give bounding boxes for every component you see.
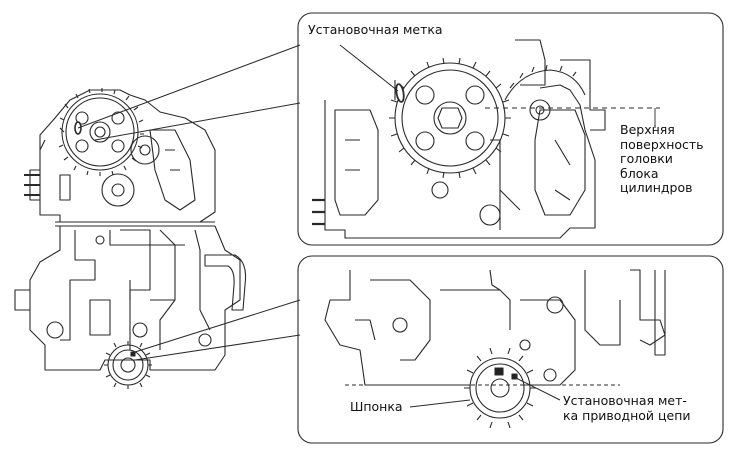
head-surface-line-3: головки [620,151,673,166]
zoom-crank-sprocket [469,357,531,419]
chain-mark-line-2: ка приводной цепи [563,407,691,423]
head-surface-line-2: поверхность [620,136,704,152]
zoom-panel-top [297,12,724,246]
head-surface-label: Верхняя поверхность головки блока цилинд… [620,122,704,196]
zoom-head-drawing [312,39,660,239]
timing-mark-label: Установочная метка [308,22,443,37]
zoom-block-drawing [324,269,666,429]
chain-mark-label: Установочная мет- ка приводной цепи [563,393,691,423]
camshaft-sprocket [61,93,139,171]
engine-full-view [14,88,247,389]
head-surface-line-4: блока [620,165,659,181]
zoom-camshaft-sprocket [394,62,506,174]
chain-mark-line-1: Установочная мет- [563,393,687,408]
crank-sprocket [107,344,149,386]
head-surface-line-5: цилиндров [620,180,693,195]
zoom-panel-bottom [297,255,724,444]
key-label: Шпонка [350,399,403,414]
head-surface-line-1: Верхняя [620,122,675,137]
